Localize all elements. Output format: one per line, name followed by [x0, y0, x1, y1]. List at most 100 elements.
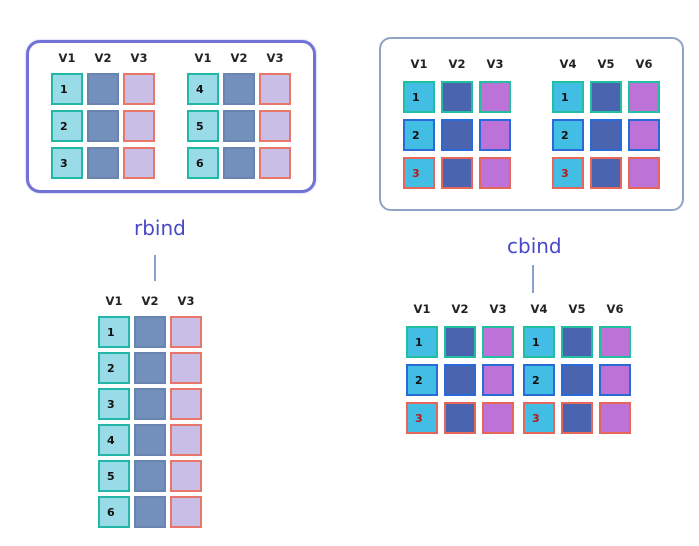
- row-number: 5: [196, 120, 204, 133]
- row-number: 1: [532, 336, 540, 349]
- row-number: 6: [107, 506, 115, 519]
- data-cell: [123, 73, 155, 105]
- data-cell: [170, 316, 202, 348]
- row-number: 1: [412, 91, 420, 104]
- column-header: V1: [105, 294, 123, 308]
- row-number: 3: [415, 412, 423, 425]
- data-cell: [441, 119, 473, 151]
- column-header: V1: [410, 57, 428, 71]
- column-header: V2: [230, 51, 248, 65]
- column-header: V5: [597, 57, 615, 71]
- data-cell: [170, 424, 202, 456]
- row-number: 2: [60, 120, 68, 133]
- data-cell: [599, 402, 631, 434]
- row-number: 2: [561, 129, 569, 142]
- data-cell: [482, 326, 514, 358]
- data-cell: [223, 73, 255, 105]
- data-cell: [123, 147, 155, 179]
- data-cell: [561, 402, 593, 434]
- data-cell: 1: [406, 326, 438, 358]
- data-cell: 1: [552, 81, 584, 113]
- row-number: 3: [532, 412, 540, 425]
- data-cell: [444, 402, 476, 434]
- cbind-connector: [532, 265, 534, 293]
- data-cell: [628, 81, 660, 113]
- data-cell: [134, 316, 166, 348]
- data-cell: [479, 157, 511, 189]
- row-number: 1: [415, 336, 423, 349]
- data-cell: 3: [406, 402, 438, 434]
- column-header: V2: [448, 57, 466, 71]
- data-cell: 5: [187, 110, 219, 142]
- row-number: 4: [107, 434, 115, 447]
- row-number: 6: [196, 157, 204, 170]
- column-header: V4: [530, 302, 548, 316]
- data-cell: [134, 352, 166, 384]
- data-cell: [444, 326, 476, 358]
- data-cell: [628, 157, 660, 189]
- data-cell: [599, 364, 631, 396]
- data-cell: 5: [98, 460, 130, 492]
- data-cell: 4: [187, 73, 219, 105]
- row-number: 3: [412, 167, 420, 180]
- data-cell: [482, 402, 514, 434]
- column-header: V3: [486, 57, 504, 71]
- row-number: 4: [196, 83, 204, 96]
- data-cell: 1: [51, 73, 83, 105]
- data-cell: [223, 110, 255, 142]
- data-cell: [123, 110, 155, 142]
- data-cell: [482, 364, 514, 396]
- data-cell: [441, 81, 473, 113]
- rbind-label: rbind: [134, 216, 186, 240]
- data-cell: [134, 496, 166, 528]
- data-cell: [259, 110, 291, 142]
- column-header: V3: [177, 294, 195, 308]
- data-cell: [628, 119, 660, 151]
- data-cell: [479, 119, 511, 151]
- data-cell: 2: [51, 110, 83, 142]
- data-cell: [134, 460, 166, 492]
- row-number: 3: [60, 157, 68, 170]
- data-cell: [170, 388, 202, 420]
- column-header: V4: [559, 57, 577, 71]
- column-header: V5: [568, 302, 586, 316]
- data-cell: 2: [552, 119, 584, 151]
- cbind-label: cbind: [507, 234, 562, 258]
- data-cell: [259, 147, 291, 179]
- data-cell: [134, 388, 166, 420]
- row-number: 1: [561, 91, 569, 104]
- data-cell: [87, 147, 119, 179]
- data-cell: 2: [98, 352, 130, 384]
- data-cell: [170, 352, 202, 384]
- data-cell: 1: [523, 326, 555, 358]
- data-cell: [590, 119, 622, 151]
- data-cell: 3: [98, 388, 130, 420]
- column-header: V2: [141, 294, 159, 308]
- data-cell: [87, 73, 119, 105]
- column-header: V2: [451, 302, 469, 316]
- data-cell: [441, 157, 473, 189]
- data-cell: [561, 326, 593, 358]
- row-number: 3: [107, 398, 115, 411]
- data-cell: 1: [403, 81, 435, 113]
- data-cell: [87, 110, 119, 142]
- data-cell: 3: [552, 157, 584, 189]
- row-number: 2: [107, 362, 115, 375]
- data-cell: [170, 496, 202, 528]
- data-cell: [479, 81, 511, 113]
- data-cell: [590, 157, 622, 189]
- data-cell: [599, 326, 631, 358]
- data-cell: 2: [403, 119, 435, 151]
- data-cell: 6: [187, 147, 219, 179]
- column-header: V3: [266, 51, 284, 65]
- data-cell: 3: [403, 157, 435, 189]
- data-cell: 3: [51, 147, 83, 179]
- data-cell: [444, 364, 476, 396]
- row-number: 5: [107, 470, 115, 483]
- column-header: V6: [606, 302, 624, 316]
- row-number: 2: [415, 374, 423, 387]
- data-cell: 4: [98, 424, 130, 456]
- column-header: V2: [94, 51, 112, 65]
- rbind-connector: [154, 255, 156, 281]
- data-cell: [134, 424, 166, 456]
